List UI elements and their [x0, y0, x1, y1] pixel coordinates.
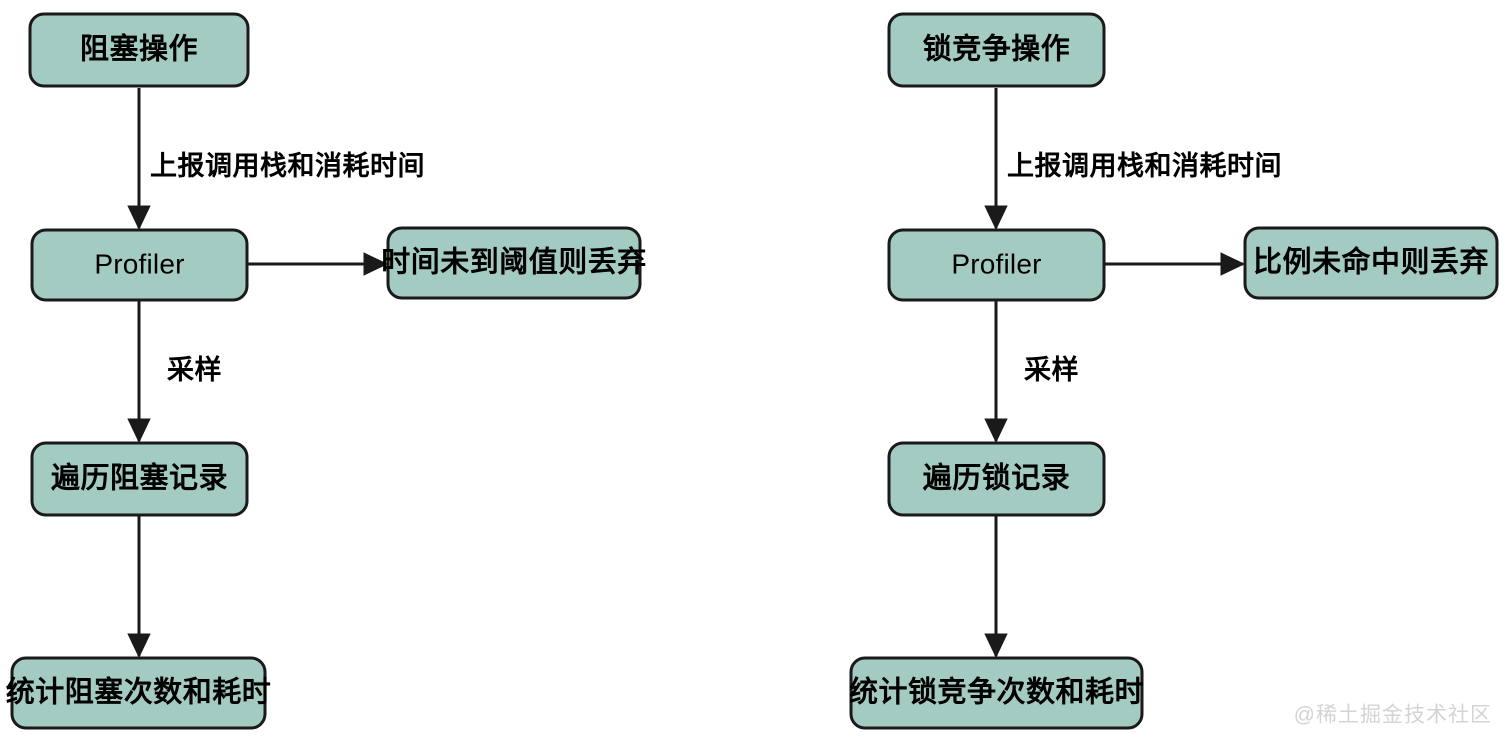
node-traverse-left[interactable]: 遍历阻塞记录 [30, 441, 249, 517]
node-shape [1243, 226, 1499, 300]
edges-layer [127, 88, 1246, 659]
node-shape [887, 12, 1106, 88]
node-shape [849, 656, 1144, 730]
node-stats-right[interactable]: 统计锁竞争次数和耗时 [849, 656, 1144, 730]
node-label: Profiler [951, 248, 1041, 279]
node-profiler-left[interactable]: Profiler [30, 228, 249, 302]
node-label: 阻塞操作 [80, 32, 198, 66]
watermark-text: @稀土掘金技术社区 [1294, 704, 1492, 727]
edge-label-e1-left: 上报调用栈和消耗时间 [150, 151, 425, 181]
node-stats-left[interactable]: 统计阻塞次数和耗时 [6, 656, 272, 730]
node-shape [887, 228, 1106, 302]
node-label: 统计锁竞争次数和耗时 [849, 675, 1144, 709]
node-shape [887, 441, 1106, 517]
node-block-op[interactable]: 阻塞操作 [28, 12, 250, 88]
node-label: 比例未命中则丢弃 [1253, 245, 1489, 279]
node-label: 遍历阻塞记录 [51, 461, 228, 495]
node-profiler-right[interactable]: Profiler [887, 228, 1106, 302]
node-shape [28, 12, 250, 88]
node-shape [30, 228, 249, 302]
edge-label-e3-right: 采样 [1024, 354, 1079, 385]
node-shape [30, 441, 249, 517]
edge-label-e1-right: 上报调用栈和消耗时间 [1007, 151, 1282, 181]
node-label: 时间未到阈值则丢弃 [381, 245, 647, 279]
edge-label-e3-left: 采样 [167, 354, 222, 385]
node-label: 遍历锁记录 [923, 462, 1071, 495]
node-discard-left[interactable]: 时间未到阈值则丢弃 [381, 226, 647, 300]
node-shape [10, 656, 267, 730]
node-label: 统计阻塞次数和耗时 [6, 675, 272, 709]
node-label: Profiler [94, 248, 184, 279]
node-traverse-right[interactable]: 遍历锁记录 [887, 441, 1106, 517]
node-label: 锁竞争操作 [923, 32, 1071, 66]
node-lock-op[interactable]: 锁竞争操作 [887, 12, 1106, 88]
node-discard-right[interactable]: 比例未命中则丢弃 [1243, 226, 1499, 300]
node-shape [386, 226, 642, 300]
